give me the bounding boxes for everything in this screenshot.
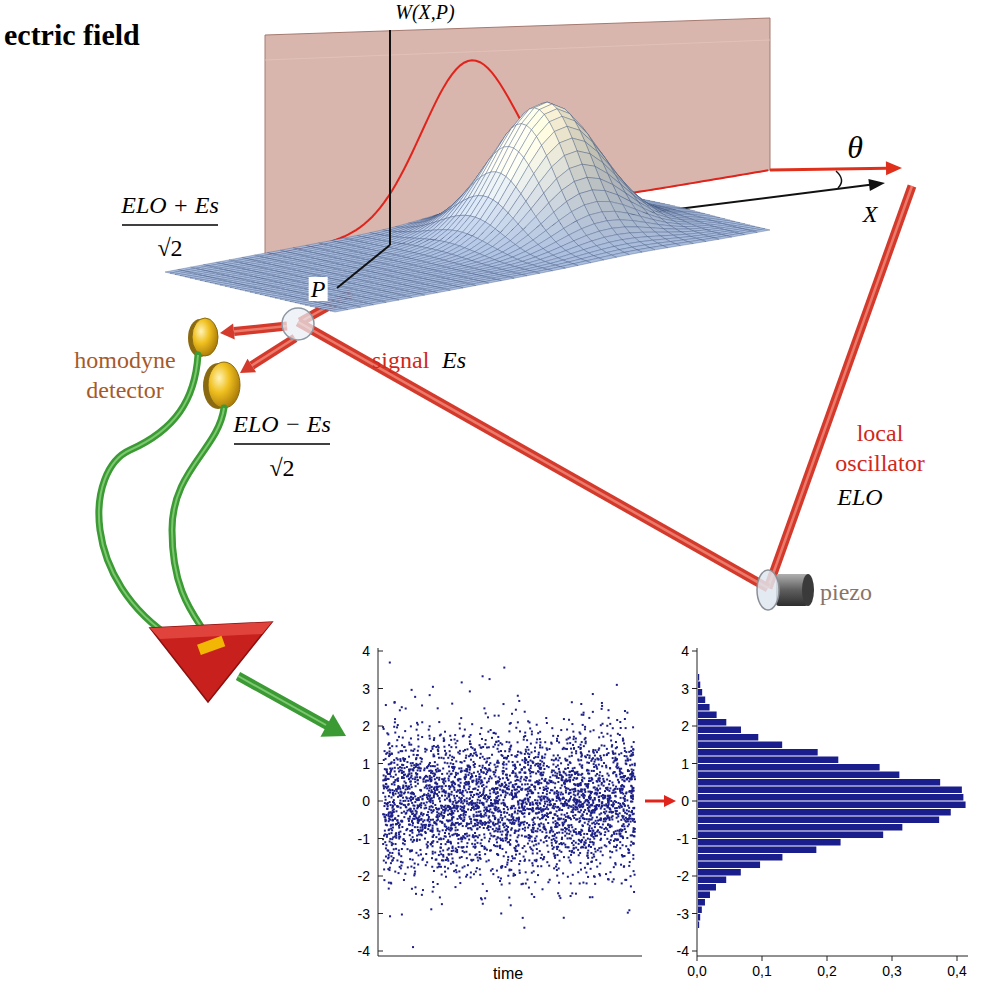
canvas: ectric fieldW(X,P)θXPELO + Es√2signalEsl… — [0, 0, 983, 989]
